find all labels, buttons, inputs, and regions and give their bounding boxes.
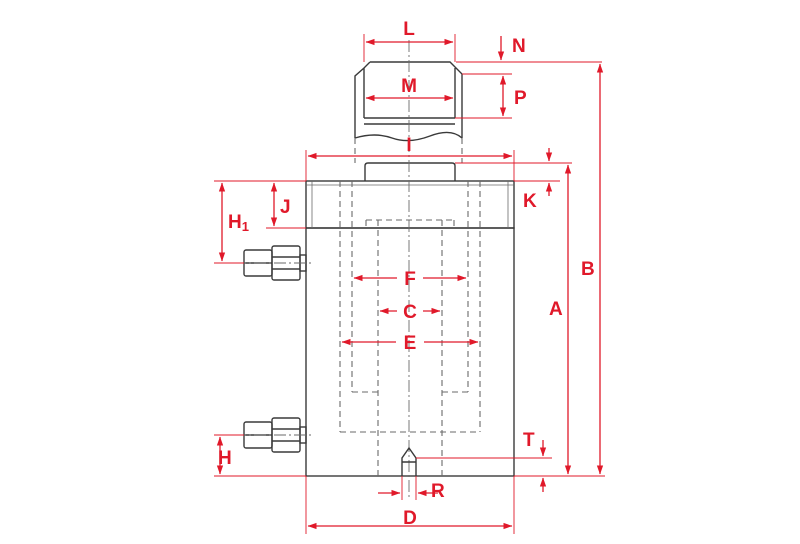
label-M: M: [401, 76, 417, 97]
saddle-cap: [354, 61, 463, 138]
label-I: I: [406, 135, 411, 156]
label-R: R: [431, 481, 445, 502]
label-K: K: [523, 191, 537, 212]
lower-port-coupler: [234, 417, 312, 453]
label-A: A: [549, 299, 563, 320]
dimension-labels: L N M P I K J H1 F C E A B T H R D: [218, 19, 595, 529]
upper-port-coupler: [234, 245, 312, 281]
hidden-internal-lines: [339, 181, 481, 476]
label-H1-sub: 1: [242, 219, 249, 234]
label-N: N: [512, 36, 526, 57]
dimension-lines: [214, 34, 605, 534]
label-P: P: [514, 88, 527, 109]
bottom-fitting: [401, 446, 417, 476]
label-L: L: [403, 19, 415, 40]
label-H1-main: H: [228, 212, 242, 233]
piston-head: [364, 162, 456, 181]
saddle-break-line: [354, 131, 463, 142]
label-C: C: [403, 302, 417, 323]
label-J: J: [280, 197, 291, 218]
label-H1: H1: [228, 212, 249, 234]
label-B: B: [581, 259, 595, 280]
threaded-collar: [305, 180, 515, 229]
collar-thread-lines: [306, 181, 514, 228]
label-D: D: [403, 508, 417, 529]
label-E: E: [404, 333, 417, 354]
cylinder-drawing: [234, 40, 515, 500]
label-T: T: [523, 430, 535, 451]
label-H: H: [218, 448, 232, 469]
label-F: F: [404, 269, 416, 290]
